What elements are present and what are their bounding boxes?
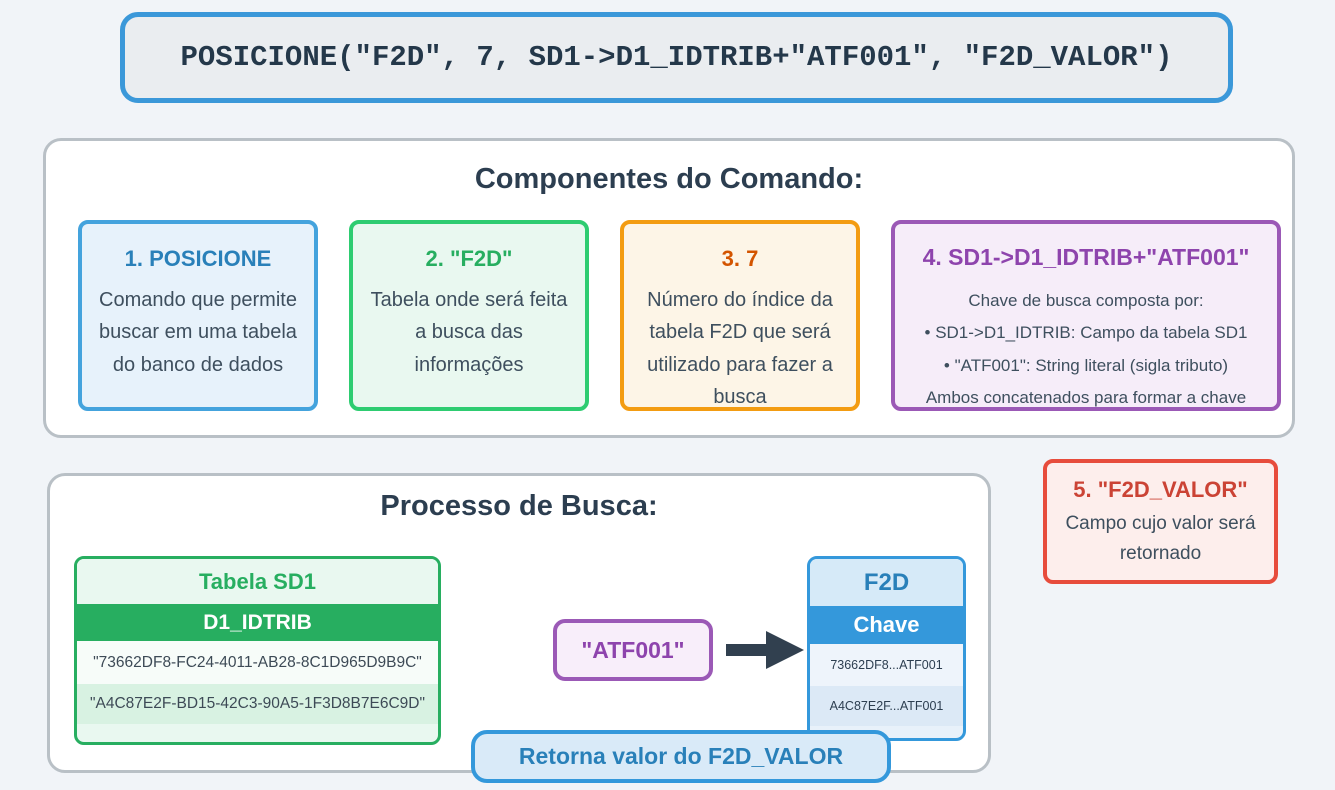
component-card-body: Tabela onde será feita a busca das infor… xyxy=(370,289,568,376)
component-card-index: 3. 7 Número do índice da tabela F2D que … xyxy=(620,220,860,411)
component-card-body: Comando que permite buscar em uma tabela… xyxy=(99,289,297,376)
component-card-title: 4. SD1->D1_IDTRIB+"ATF001" xyxy=(922,244,1250,270)
search-key-box: "ATF001" xyxy=(553,619,713,681)
right-arrow-icon xyxy=(726,631,806,669)
component-card-title: 1. POSICIONE xyxy=(124,246,272,271)
process-section: Processo de Busca: Tabela SD1 D1_IDTRIB … xyxy=(47,473,991,783)
sd1-column-header: D1_IDTRIB xyxy=(77,604,438,641)
card-body-line: • SD1->D1_IDTRIB: Campo da tabela SD1 xyxy=(924,323,1248,343)
card-body-line: • "ATF001": String literal (sigla tribut… xyxy=(943,355,1229,375)
components-section-title: Componentes do Comando: xyxy=(474,163,864,195)
arrow-head xyxy=(766,631,804,669)
process-section-title: Processo de Busca: xyxy=(380,490,658,522)
f2d-table: F2D Chave 73662DF8...ATF001 A4C87E2F...A… xyxy=(807,556,966,741)
result-card-title: 5. "F2D_VALOR" xyxy=(1073,477,1248,502)
return-value-badge: Retorna valor do F2D_VALOR xyxy=(471,730,891,783)
command-code-text: POSICIONE("F2D", 7, SD1->D1_IDTRIB+"ATF0… xyxy=(180,41,1173,74)
component-card-search-key: 4. SD1->D1_IDTRIB+"ATF001" Chave de busc… xyxy=(891,220,1281,411)
component-card-posicione: 1. POSICIONE Comando que permite buscar … xyxy=(78,220,318,411)
result-card-f2d-valor: 5. "F2D_VALOR" Campo cujo valor será ret… xyxy=(1043,459,1278,584)
result-card-body: Campo cujo valor será retornado xyxy=(1065,513,1256,565)
f2d-table-title: F2D xyxy=(810,559,963,606)
arrow-shaft xyxy=(726,644,768,656)
f2d-column-header: Chave xyxy=(810,606,963,644)
components-cards-row: 1. POSICIONE Comando que permite buscar … xyxy=(78,220,1281,411)
sd1-table-title: Tabela SD1 xyxy=(77,559,438,604)
component-card-title: 3. 7 xyxy=(721,246,759,271)
components-section: Componentes do Comando: 1. POSICIONE Com… xyxy=(43,138,1295,438)
sd1-table: Tabela SD1 D1_IDTRIB "73662DF8-FC24-4011… xyxy=(74,556,441,745)
sd1-table-row: "A4C87E2F-BD15-42C3-90A5-1F3D8B7E6C9D" xyxy=(77,684,438,724)
card-body-line: Ambos concatenados para formar a chave xyxy=(925,387,1247,407)
component-card-title: 2. "F2D" xyxy=(425,246,513,271)
component-card-body: Chave de busca composta por: • SD1->D1_I… xyxy=(901,285,1271,414)
f2d-table-row: A4C87E2F...ATF001 xyxy=(810,686,963,726)
command-code-box: POSICIONE("F2D", 7, SD1->D1_IDTRIB+"ATF0… xyxy=(120,12,1233,103)
component-card-f2d: 2. "F2D" Tabela onde será feita a busca … xyxy=(349,220,589,411)
sd1-table-row: "73662DF8-FC24-4011-AB28-8C1D965D9B9C" xyxy=(77,641,438,684)
f2d-table-row: 73662DF8...ATF001 xyxy=(810,644,963,686)
card-body-line: Chave de busca composta por: xyxy=(968,291,1204,310)
component-card-body: Número do índice da tabela F2D que será … xyxy=(647,289,833,409)
